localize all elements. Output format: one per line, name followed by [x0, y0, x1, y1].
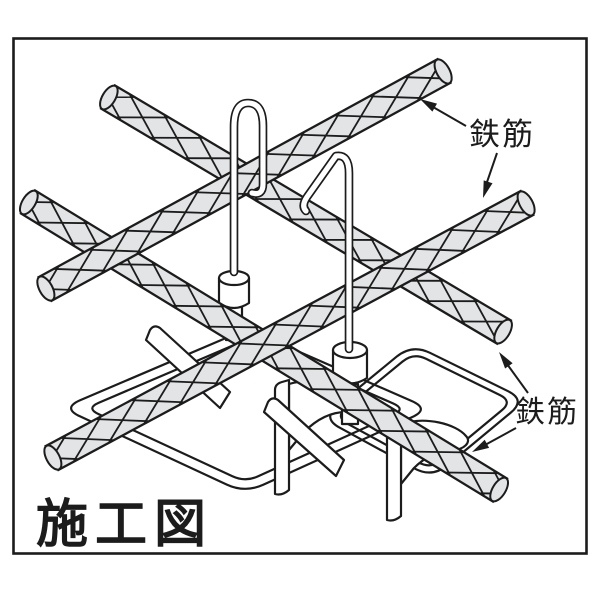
spacer-left-cup: [217, 269, 251, 310]
label-rebar-top: 鉄筋: [469, 117, 535, 152]
wire-hook-right: [299, 151, 354, 354]
wire-hook-left: [229, 98, 268, 277]
diagram-border: [12, 37, 588, 555]
spacer-left-base: [70, 331, 422, 490]
caption-title: 施工図: [36, 496, 213, 554]
arrow-icon-top-1: [420, 99, 467, 127]
arrow-icon-right-2: [472, 427, 517, 452]
rebar-bar-upper-front: [36, 57, 453, 303]
rebar-crosshatch: [20, 190, 508, 502]
rebar-bar-lower-front: [43, 189, 536, 472]
arrow-icon-right-1: [499, 352, 529, 394]
label-rebar-right: 鉄筋: [515, 396, 579, 429]
arrow-icon-top-2: [483, 152, 498, 198]
